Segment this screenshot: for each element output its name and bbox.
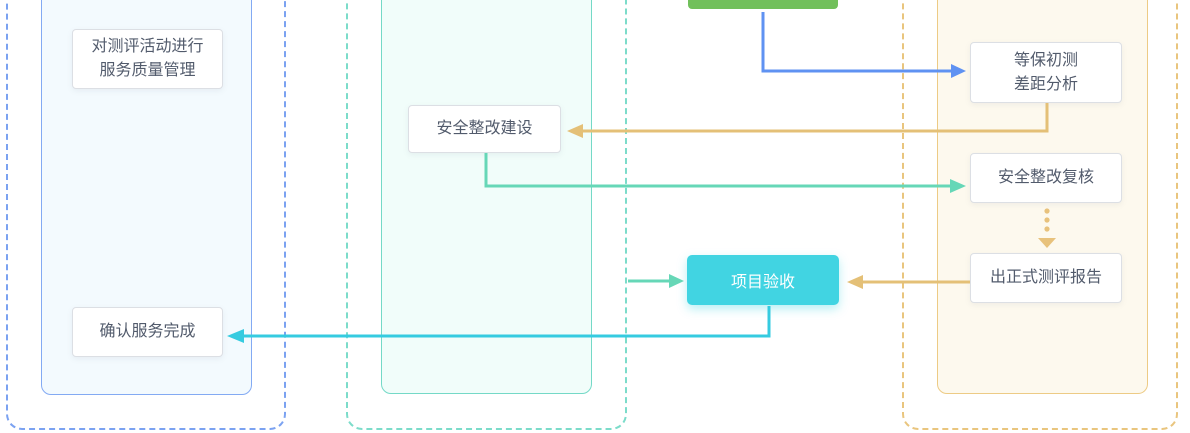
node-confirm-service-done: 确认服务完成 [72,307,223,357]
customer-column-outer-panel [6,0,286,430]
middle-column-inner-panel [381,0,592,394]
top-step-button-cropped[interactable] [688,0,838,9]
node-final-evaluation-report: 出正式测评报告 [970,253,1122,303]
evaluator-column-outer-panel [902,0,1178,430]
node-initial-test-gap-analysis: 等保初测 差距分析 [970,42,1122,103]
node-security-rectification-build: 安全整改建设 [408,105,561,153]
arrow-into-project-acceptance [628,274,684,288]
arrow-head-left-icon [847,275,863,289]
middle-column-outer-panel [346,0,627,430]
arrow-head-right-icon [669,274,684,288]
node-rectification-review: 安全整改复核 [970,153,1122,203]
project-acceptance-button[interactable]: 项目验收 [687,255,839,305]
node-quality-management: 对测评活动进行 服务质量管理 [72,29,223,89]
